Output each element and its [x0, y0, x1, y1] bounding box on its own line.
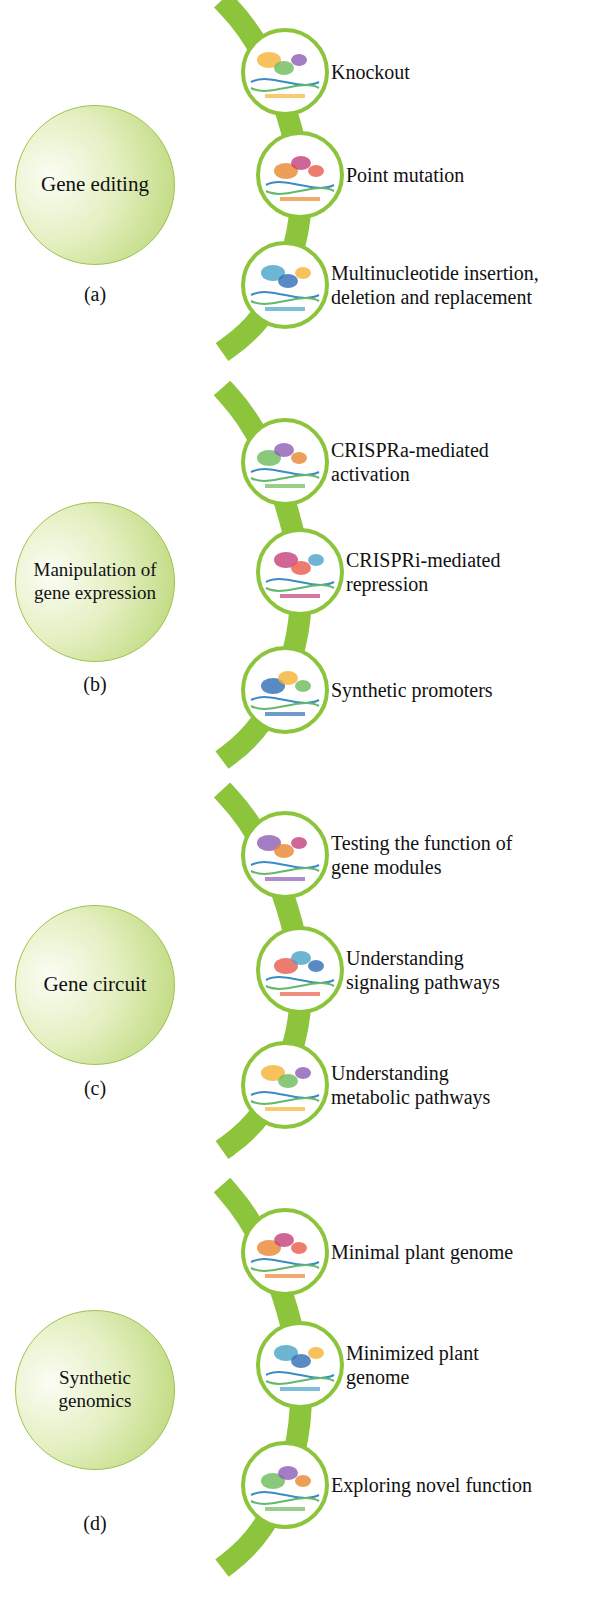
item-label: Synthetic promoters — [331, 678, 581, 702]
panel-letter: (c) — [84, 1077, 106, 1100]
icon-figure — [243, 648, 327, 732]
item-circle: Exploring novel function — [241, 1441, 329, 1529]
category-label: Manipulation of gene expression — [16, 559, 174, 605]
item-circle: Testing the function of gene modules — [241, 811, 329, 899]
icon-figure — [243, 30, 327, 114]
item-label: Multinucleotide insertion, deletion and … — [331, 261, 581, 309]
item-circle: Multinucleotide insertion, deletion and … — [241, 241, 329, 329]
icon-figure — [243, 813, 327, 897]
item-label: Point mutation — [346, 163, 586, 187]
category-label: Synthetic genomics — [16, 1367, 174, 1413]
icon-figure — [243, 420, 327, 504]
item-label: Testing the function of gene modules — [331, 831, 517, 879]
item-circle: Point mutation — [256, 131, 344, 219]
category-label: Gene editing — [27, 172, 163, 197]
icon-figure — [243, 1043, 327, 1127]
category-circle: Gene circuit — [15, 905, 175, 1065]
category-circle: Synthetic genomics — [15, 1310, 175, 1470]
item-circle: Minimal plant genome — [241, 1208, 329, 1296]
item-circle: Knockout — [241, 28, 329, 116]
category-circle: Manipulation of gene expression — [15, 502, 175, 662]
item-label: Knockout — [331, 60, 571, 84]
icon-figure — [258, 1323, 342, 1407]
item-circle: Understanding signaling pathways — [256, 926, 344, 1014]
icon-figure — [243, 243, 327, 327]
item-circle: Synthetic promoters — [241, 646, 329, 734]
icon-figure — [258, 133, 342, 217]
item-label: Minimized plant genome — [346, 1341, 518, 1389]
category-label: Gene circuit — [29, 972, 160, 997]
item-circle: Understanding metabolic pathways — [241, 1041, 329, 1129]
item-label: CRISPRa-mediated activation — [331, 438, 531, 486]
item-circle: Minimized plant genome — [256, 1321, 344, 1409]
item-circle: CRISPRi-mediated repression — [256, 528, 344, 616]
item-label: Minimal plant genome — [331, 1240, 581, 1264]
panel-letter: (b) — [83, 673, 106, 696]
icon-figure — [258, 530, 342, 614]
panel-letter: (d) — [83, 1512, 106, 1535]
icon-figure — [258, 928, 342, 1012]
category-circle: Gene editing — [15, 105, 175, 265]
icon-figure — [243, 1443, 327, 1527]
item-label: Understanding signaling pathways — [346, 946, 532, 994]
panel-letter: (a) — [84, 283, 106, 306]
item-circle: CRISPRa-mediated activation — [241, 418, 329, 506]
item-label: CRISPRi-mediated repression — [346, 548, 546, 596]
item-label: Understanding metabolic pathways — [331, 1061, 517, 1109]
item-label: Exploring novel function — [331, 1473, 581, 1497]
icon-figure — [243, 1210, 327, 1294]
